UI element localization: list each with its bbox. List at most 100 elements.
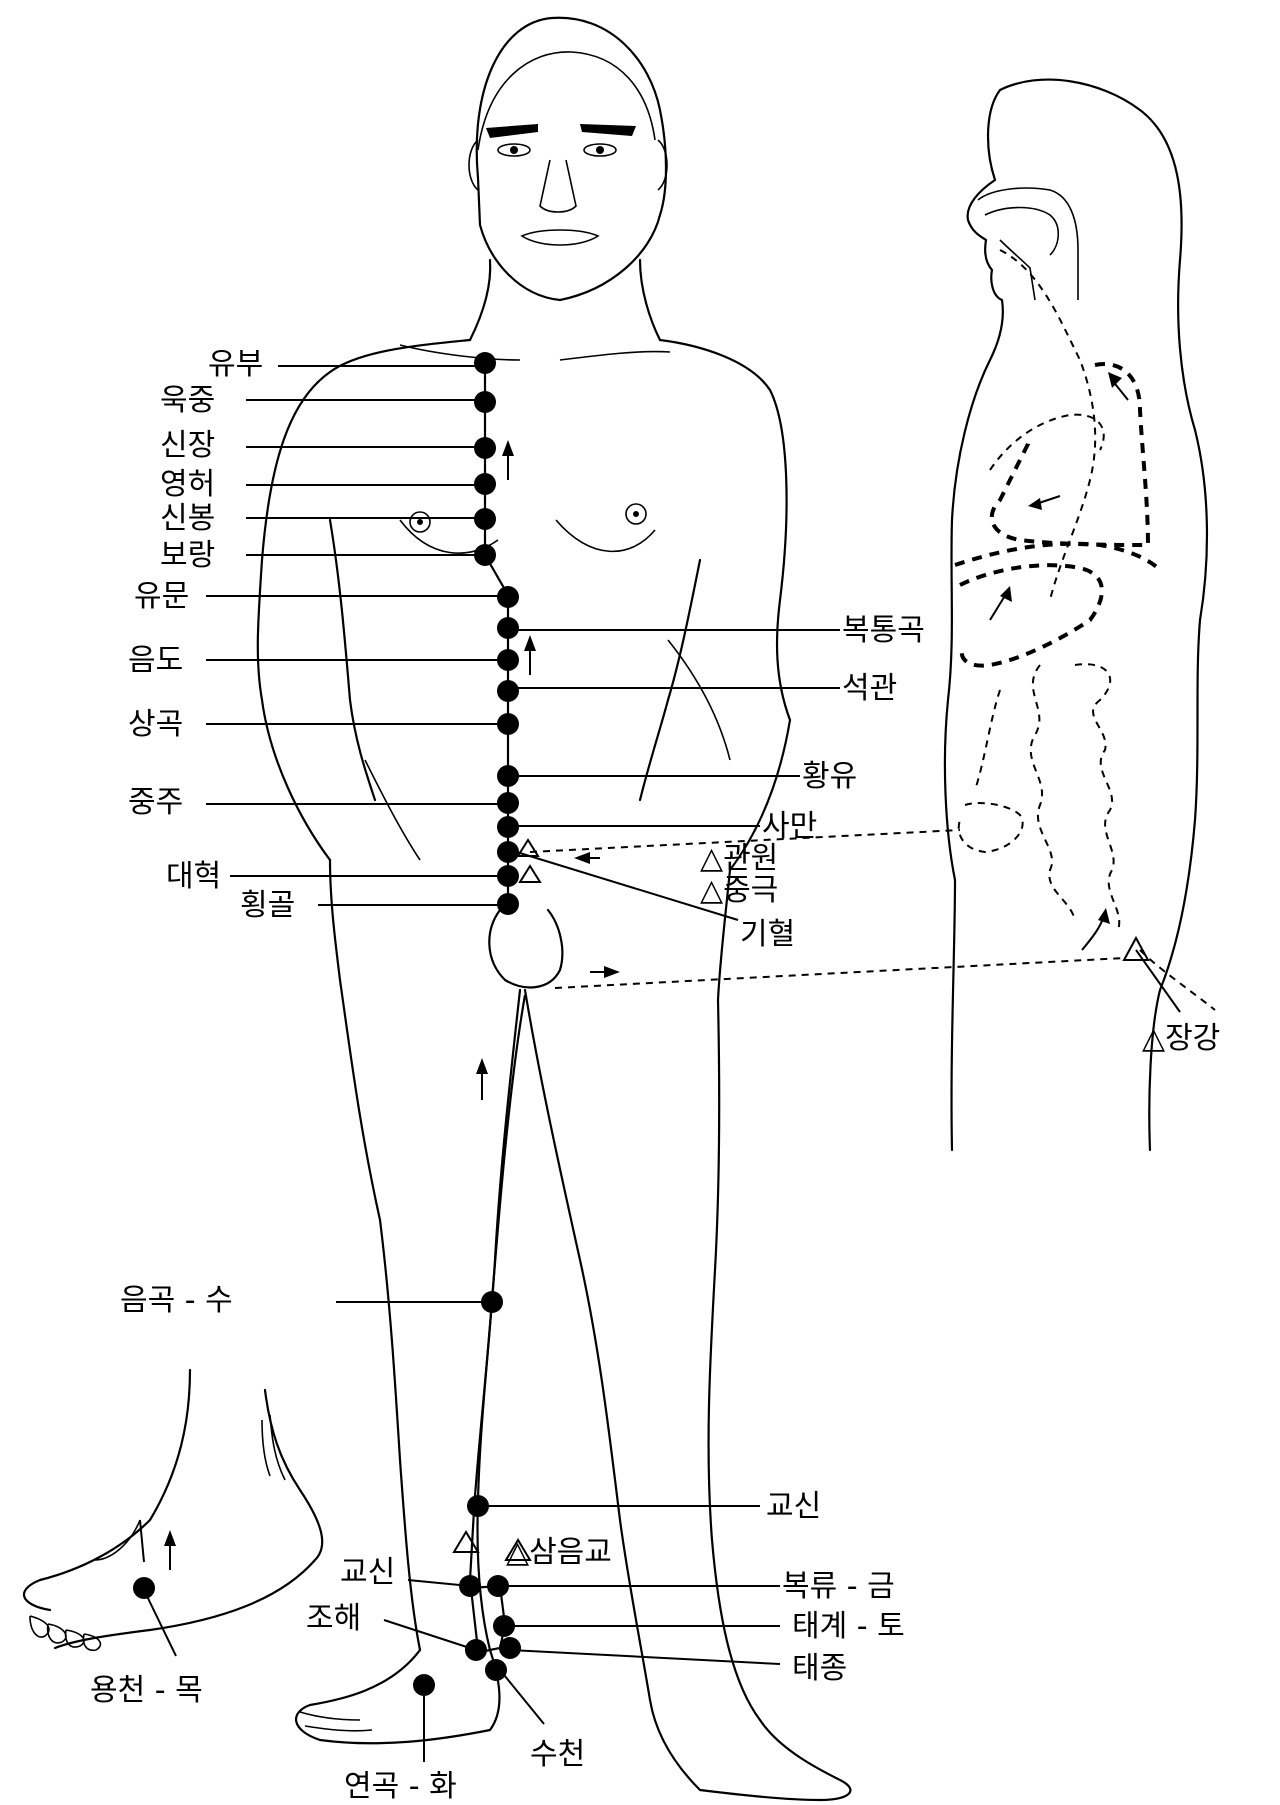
point-ukjung	[474, 391, 496, 413]
label-borang: 보랑	[160, 538, 215, 573]
label-eumdo: 음도	[128, 643, 183, 678]
neck-left	[468, 258, 492, 342]
janggang-triangle	[1122, 935, 1150, 961]
profile-arrow-left-head	[1028, 498, 1042, 510]
sole-ankle-mark	[269, 1414, 286, 1481]
sole-toe-4	[82, 1633, 102, 1652]
pec-right	[555, 519, 656, 553]
point-sinbong	[474, 508, 496, 530]
leader-yongcheon	[143, 1589, 177, 1657]
dash-link-gwanwon	[529, 829, 961, 853]
nipple-left	[409, 511, 431, 533]
point-boktonggok	[497, 617, 519, 639]
sole-foot	[22, 1368, 324, 1652]
label-sanggok: 상곡	[128, 707, 183, 742]
label-jungju: 중주	[128, 785, 183, 820]
arm-left-inner	[328, 518, 377, 802]
hip-left	[328, 858, 342, 982]
profile-head-inner	[977, 187, 1079, 300]
point-jungju	[497, 792, 519, 814]
point-yubu	[474, 352, 496, 374]
point-daehyeok	[497, 865, 519, 887]
label-daehyeok: 대혁	[166, 859, 221, 894]
point-yongcheon	[133, 1577, 155, 1599]
label-sinjang: 신장	[160, 428, 215, 463]
label-sameumgyo: △삼음교	[506, 1535, 612, 1570]
leg-right-inner	[523, 988, 652, 1702]
label-yumun: 유문	[134, 579, 189, 614]
leg-left-outer	[338, 978, 422, 1652]
forearm-right	[667, 639, 731, 761]
label-janggang: △장강	[1142, 1021, 1220, 1056]
leader-janggang	[1135, 949, 1181, 1013]
shoulder-line	[256, 338, 792, 722]
label-yeongheo: 영허	[160, 467, 215, 502]
mouth	[520, 229, 600, 246]
profile-figure	[943, 78, 1216, 1152]
point-saman	[497, 816, 519, 838]
meridian-arrow-groin-head	[604, 966, 620, 978]
eye-left	[497, 143, 531, 157]
point-yumun	[497, 586, 519, 608]
nipple-right-dot	[633, 511, 639, 517]
dash-link-janggang	[554, 957, 1126, 989]
point-eumdo	[497, 649, 519, 671]
label-hwangyu: 황유	[802, 759, 857, 794]
profile-oral-cavity	[984, 206, 1060, 256]
sole-toe-1	[29, 1615, 50, 1638]
label-seokgwan: 석관	[842, 671, 897, 706]
kidney-meridian	[452, 360, 1126, 1654]
profile-abdominal-loop	[959, 563, 1104, 668]
arm-right-inner	[638, 558, 702, 802]
sole-meridian-line	[139, 1519, 145, 1563]
label-eumgok: 음곡 - 수	[120, 1283, 233, 1318]
profile-outline-front	[943, 88, 1004, 1152]
foot-left	[294, 1648, 501, 1745]
label-saman: 사만	[762, 809, 817, 844]
collar-right	[559, 350, 671, 361]
brow-right	[580, 124, 636, 136]
pupil-right	[596, 146, 604, 154]
profile-janggang-path	[1139, 949, 1216, 1011]
foot-right	[648, 1698, 852, 1802]
sameumgyo-triangle	[504, 1538, 532, 1561]
sole-arrow-head	[164, 1530, 176, 1546]
label-yeongok: 연곡 - 화	[344, 1769, 457, 1804]
sole-toe-3	[64, 1629, 85, 1648]
sole-ankle-mark-2	[261, 1419, 271, 1477]
label-hoenggol: 횡골	[240, 888, 295, 923]
profile-spine-dashes	[1074, 663, 1121, 931]
point-seokgwan	[497, 680, 519, 702]
point-yeongheo	[474, 473, 496, 495]
label-gwanwon: △관원	[700, 841, 778, 876]
leader-taejong	[509, 1649, 781, 1665]
hand-left	[364, 759, 421, 861]
label-gyosin-right: 교신	[766, 1489, 821, 1524]
point-bongnyu	[487, 1575, 509, 1597]
junggeuk-triangle	[518, 864, 542, 883]
profile-lower-vessel	[974, 689, 1001, 791]
head-outline	[475, 16, 668, 302]
front-figure	[256, 16, 852, 1802]
label-yubu: 유부	[208, 347, 263, 382]
label-ukjung: 욱중	[160, 383, 215, 418]
groin	[488, 908, 564, 989]
hip-right	[716, 868, 732, 1002]
leg-right-outer	[707, 998, 762, 1722]
profile-pelvic-loop	[957, 802, 1024, 854]
hair-line	[477, 51, 656, 151]
profile-throat	[999, 239, 1036, 301]
label-gyosin-left: 교신	[340, 1555, 395, 1590]
nipple-left-dot	[417, 519, 423, 525]
profile-vessel-upper	[999, 249, 1097, 601]
leader-sucheon	[499, 1669, 545, 1725]
point-taegye	[493, 1615, 515, 1637]
profile-outline-back	[998, 78, 1209, 1152]
neck-right	[638, 258, 662, 342]
sole-leg-back	[22, 1368, 192, 1612]
meridian-arrow-thigh-head	[476, 1058, 488, 1074]
profile-thoracic-loop	[989, 362, 1151, 548]
gihyeol-diagonal	[509, 849, 739, 921]
point-gihyeol	[497, 841, 519, 863]
